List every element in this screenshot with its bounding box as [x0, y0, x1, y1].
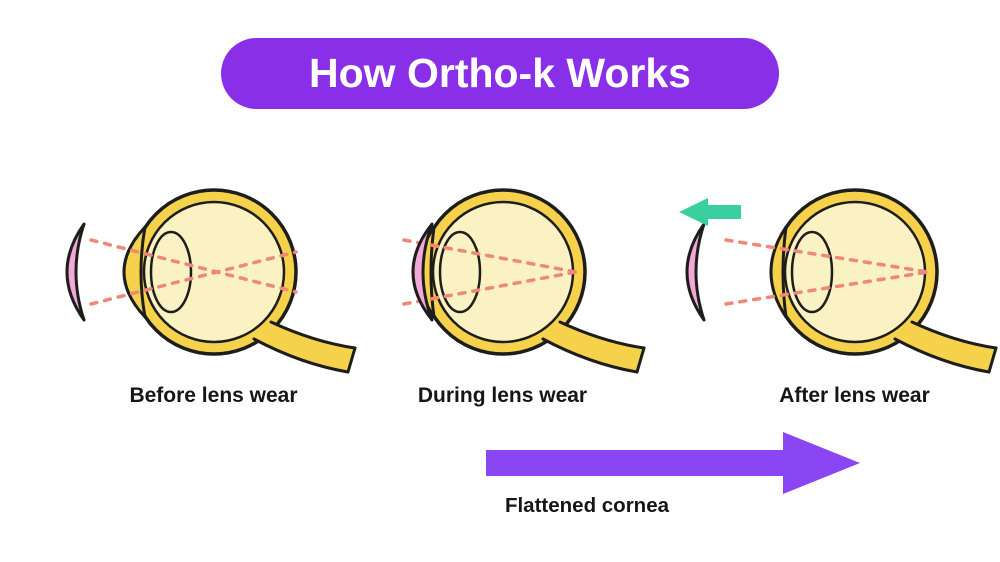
panel-before: Before lens wear [19, 172, 364, 408]
optic-nerve-bottom-edge [893, 337, 991, 374]
eye-diagram-during [402, 188, 646, 374]
eye-diagram-after [679, 188, 998, 374]
panel-label-during: During lens wear [417, 384, 588, 407]
orthok-contact-lens-removed [685, 222, 706, 322]
panel-label-before: Before lens wear [129, 384, 298, 407]
optic-nerve-top-edge [558, 320, 646, 350]
optic-nerve-end [635, 346, 646, 374]
page-title: How Ortho-k Works [309, 50, 691, 96]
optic-nerve-top-edge [910, 320, 998, 350]
panel-after: After lens wear [660, 172, 1000, 408]
light-ray-bottom [402, 270, 578, 306]
flattened-cornea-label: Flattened cornea [504, 494, 670, 517]
light-ray-top [402, 238, 578, 274]
lens-removal-left-arrow-icon [679, 198, 741, 226]
cornea-flattened [769, 225, 788, 319]
light-ray-top [89, 238, 298, 294]
crystalline-lens [790, 230, 834, 314]
crystalline-lens [438, 230, 482, 314]
light-ray-top [724, 238, 930, 274]
orthok-contact-lens [65, 222, 86, 322]
optic-nerve-bottom-edge [252, 337, 350, 374]
light-ray-bottom [724, 270, 930, 306]
flattened-cornea-right-arrow-icon [486, 432, 860, 494]
optic-nerve [543, 322, 644, 372]
crystalline-lens [149, 230, 193, 314]
title-banner: How Ortho-k Works [221, 38, 779, 109]
optic-nerve-end [987, 346, 998, 374]
optic-nerve-top-edge [269, 320, 357, 350]
optic-nerve-bottom-edge [541, 337, 639, 374]
panel-label-after: After lens wear [779, 384, 930, 407]
eye-diagram-before [65, 188, 357, 374]
optic-nerve [254, 322, 355, 372]
panel-during: During lens wear [308, 172, 653, 408]
light-ray-bottom [89, 250, 298, 306]
flattened-cornea-arrow-shape [486, 432, 860, 494]
cornea-steep [122, 225, 147, 319]
optic-nerve [895, 322, 996, 372]
optic-nerve-end [346, 346, 357, 374]
orthok-contact-lens-on-eye [411, 222, 434, 322]
